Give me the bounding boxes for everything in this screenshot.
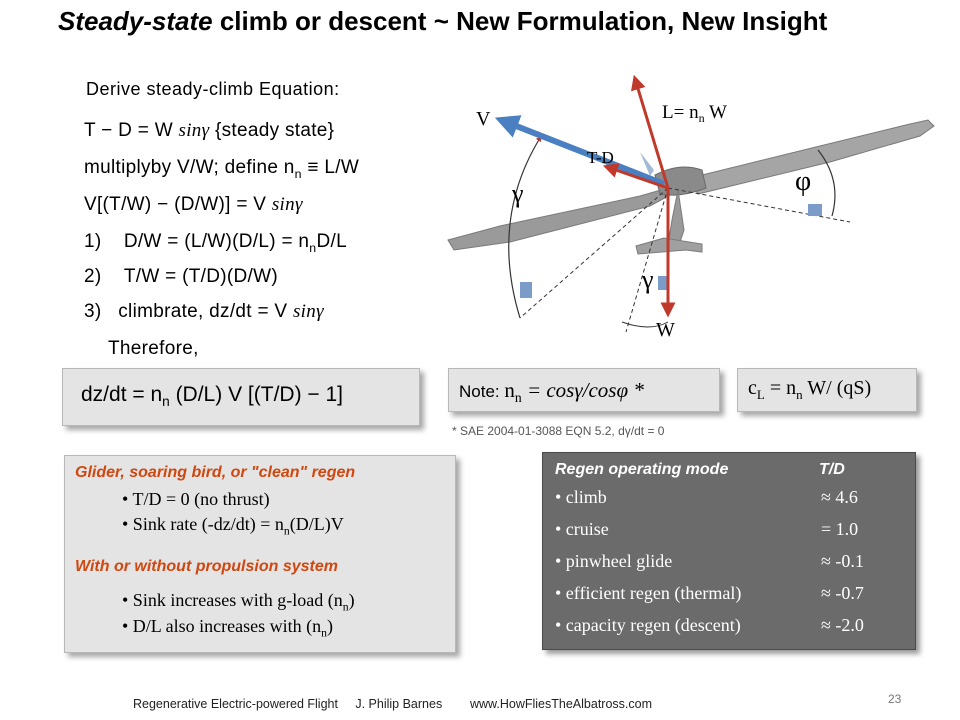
equation-line-6: 3) climbrate, dz/dt = V sinγ [84, 301, 324, 323]
equation-line-5: 2) T/W = (T/D)(D/W) [84, 266, 278, 288]
thrust-drag-label: T-D [587, 148, 614, 167]
climb-rate-equation: dz/dt = nn (D/L) V [(T/D) − 1] [81, 383, 344, 410]
eq6-gamma: γ [316, 301, 324, 322]
regen-row-value: ≈ -2.0 [821, 615, 864, 635]
gamma-upper-arc [508, 135, 542, 319]
equation-line-4: 1) D/W = (L/W)(D/L) = nnD/L [84, 231, 347, 255]
page-number: 23 [888, 692, 902, 706]
thrust-drag-arrow [602, 163, 669, 190]
eq1-sin: sin [178, 120, 202, 141]
eq4-sub: n [309, 240, 317, 255]
phi-arc [817, 149, 836, 217]
eq4-number: 1) [84, 231, 102, 252]
reference-lines [519, 187, 851, 333]
phi-marker [808, 204, 822, 216]
eq3-gamma: γ [294, 194, 303, 215]
eq2-text: multiplyby V/W; define n [84, 157, 295, 178]
regen-row-mode: • cruise [555, 519, 609, 539]
gamma-lower-label: γ [641, 265, 654, 294]
slide-title: Steady-state climb or descent ~ New Form… [58, 6, 827, 37]
lift-coefficient-equation: cL = nn W/ (qS) [748, 377, 872, 402]
eq1-note: {steady state} [209, 120, 335, 141]
glider-bullet-sink-rate: • Sink rate (-dz/dt) = nn(D/L)V [122, 514, 344, 538]
gamma-upper-label: γ [511, 179, 524, 208]
therefore-label: Therefore, [108, 338, 199, 359]
regen-row-mode: • pinwheel glide [555, 551, 673, 571]
glider-bullet-sink-gload: • Sink increases with g-load (nn) [122, 590, 355, 614]
weight-label: W [656, 319, 675, 341]
eq5-text: T/W = (T/D)(D/W) [123, 266, 278, 287]
lift-coefficient-box: cL = nn W/ (qS) [737, 368, 917, 412]
eq1-text: T − D = W [84, 120, 179, 141]
eq6-number: 3) [84, 301, 102, 322]
eq4-text-b: D/L [316, 231, 347, 252]
velocity-arrow [494, 115, 666, 187]
load-factor-note: Note: nn = cosγ/cosφ * [459, 378, 644, 406]
eq4-text: D/W = (L/W)(D/L) = n [123, 231, 310, 252]
footer-title: Regenerative Electric-powered Flight [133, 697, 338, 711]
regen-row-mode: • capacity regen (descent) [555, 615, 741, 635]
propulsion-heading: With or without propulsion system [75, 558, 338, 575]
velocity-label: V [476, 108, 491, 130]
gamma-upper-marker [520, 282, 532, 298]
eq6-text: climbrate, dz/dt = V [118, 301, 293, 322]
footer: Regenerative Electric-powered Flight J. … [133, 697, 652, 711]
glider-bullet-no-thrust: • T/D = 0 (no thrust) [122, 489, 270, 509]
regen-row-value: ≈ 4.6 [821, 487, 858, 507]
regen-row-value: ≈ -0.7 [821, 583, 864, 603]
regen-header-td: T/D [819, 461, 845, 478]
regen-row-value: = 1.0 [821, 519, 859, 539]
title-emphasis: Steady-state [58, 6, 213, 36]
aircraft-force-diagram: V L= nn W T-D W γ γ φ [447, 74, 935, 341]
eq2-text-b: ≡ L/W [301, 157, 360, 178]
regen-row-value: ≈ -0.1 [821, 551, 864, 571]
regen-header-mode: Regen operating mode [555, 461, 729, 478]
title-rest: climb or descent ~ New Formulation, New … [212, 6, 828, 36]
regen-row-mode: • efficient regen (thermal) [555, 583, 742, 603]
equation-line-2: multiplyby V/W; define nn ≡ L/W [84, 157, 359, 181]
regen-mode-table: Regen operating mode T/D • climb ≈ 4.6 • c… [542, 452, 916, 650]
climb-rate-equation-box: dz/dt = nn (D/L) V [(T/D) − 1] [62, 368, 420, 426]
eq3-text: V[(T/W) − (D/W)] = V [84, 194, 272, 215]
eq3-sin: sin [271, 194, 295, 215]
eq6-sin: sin [292, 301, 317, 322]
glider-bullet-dl-increase: • D/L also increases with (nn) [122, 616, 333, 640]
glider-heading: Glider, soaring bird, or "clean" regen [75, 464, 356, 481]
eq1-gamma: γ [201, 120, 210, 141]
glider-info-box: Glider, soaring bird, or "clean" regen •… [64, 455, 456, 653]
regen-row-mode: • climb [555, 487, 607, 507]
footer-url: www.HowFliesTheAlbatross.com [470, 697, 652, 711]
footer-author: J. Philip Barnes [355, 697, 443, 711]
sae-reference-note: * SAE 2004-01-3088 EQN 5.2, dγ/dt = 0 [452, 424, 665, 438]
equation-line-3: V[(T/W) − (D/W)] = V sinγ [84, 194, 303, 216]
phi-label: φ [795, 166, 811, 197]
eq2-sub: n [294, 166, 302, 181]
eq5-number: 2) [84, 266, 102, 287]
derive-heading: Derive steady-climb Equation: [86, 79, 340, 99]
lift-label: L= nn W [662, 102, 727, 125]
load-factor-note-box: Note: nn = cosγ/cosφ * [448, 368, 720, 412]
gamma-lower-marker [658, 276, 668, 290]
lift-arrow [630, 74, 670, 189]
gamma-lower-arc [621, 321, 669, 328]
equation-line-1: T − D = W sinγ {steady state} [84, 120, 334, 142]
